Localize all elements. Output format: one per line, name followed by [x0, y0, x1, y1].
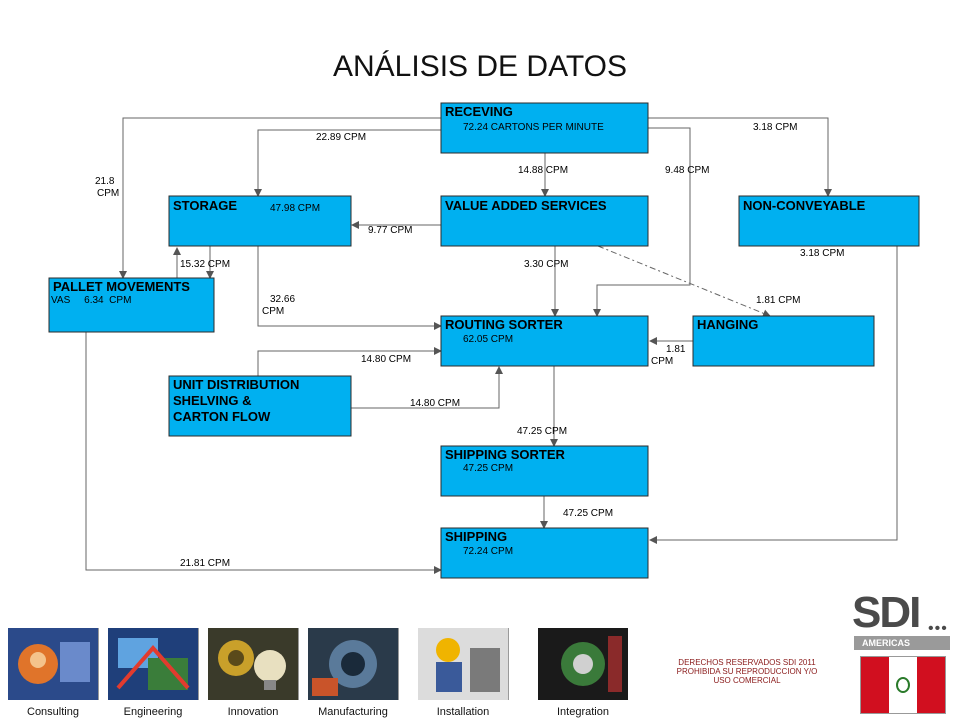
label-nonconveyable-shipping: 3.18 CPM — [800, 248, 844, 259]
label-receving-pallet-b: CPM — [97, 188, 119, 199]
node-unit-name-2: SHELVING & — [173, 393, 252, 408]
node-receving-name: RECEVING — [445, 104, 513, 119]
label-vas-hanging: 1.81 CPM — [756, 295, 800, 306]
node-storage: STORAGE 47.98 CPM — [168, 195, 352, 247]
label-vas-storage: 9.77 CPM — [368, 225, 412, 236]
node-hanging: HANGING — [692, 315, 875, 367]
flow-pallet-shipping — [85, 332, 442, 574]
engineering-icon — [108, 628, 199, 700]
node-unit-name-1: UNIT DISTRIBUTION — [173, 377, 299, 392]
installation-icon — [418, 628, 509, 700]
label-storage-routing-b: CPM — [262, 306, 284, 317]
node-non-conveyable: NON-CONVEYABLE — [738, 195, 920, 247]
node-vas-name: VALUE ADDED SERVICES — [445, 198, 607, 213]
label-storage-routing-a: 32.66 — [270, 294, 295, 305]
label-unit-routing-b: 14.80 CPM — [410, 398, 460, 409]
node-hanging-name: HANGING — [697, 317, 758, 332]
peru-flag-icon — [860, 656, 946, 714]
node-routing-sub: 62.05 CPM — [463, 334, 513, 345]
footer-strip: Consulting Engineering Innovation Manufa… — [0, 622, 960, 720]
node-routing-name: ROUTING SORTER — [445, 317, 563, 332]
label-receving-nonconveyable: 3.18 CPM — [753, 122, 797, 133]
node-receving: RECEVING 72.24 CARTONS PER MINUTE — [440, 102, 649, 154]
label-pallet-storage: 15.32 CPM — [180, 259, 230, 270]
tile-label-consulting: Consulting — [27, 706, 79, 718]
flow-diagram: RECEVING 72.24 CARTONS PER MINUTE STORAG… — [48, 102, 920, 579]
logo-region: AMERICAS — [854, 636, 950, 650]
innovation-icon — [208, 628, 299, 700]
logo-text: SDI — [852, 588, 921, 637]
consulting-icon — [8, 628, 99, 700]
node-storage-sub: 47.98 CPM — [270, 203, 320, 214]
copyright-notice: DERECHOS RESERVADOS SDI 2011 PROHIBIDA S… — [676, 658, 818, 685]
integration-icon — [538, 628, 628, 700]
tile-label-integration: Integration — [557, 706, 609, 718]
label-routing-shipsorter: 47.25 CPM — [517, 426, 567, 437]
flow-unit-routing-a — [257, 347, 442, 376]
node-unit-distribution: UNIT DISTRIBUTION SHELVING & CARTON FLOW — [168, 375, 352, 437]
node-receving-sub: 72.24 CARTONS PER MINUTE — [463, 122, 604, 133]
label-receving-pallet-a: 21.8 — [95, 176, 115, 187]
node-shipsorter-sub: 47.25 CPM — [463, 463, 513, 474]
node-unit-name-3: CARTON FLOW — [173, 409, 271, 424]
label-receving-routing: 9.48 CPM — [665, 165, 709, 176]
label-unit-routing-a: 14.80 CPM — [361, 354, 411, 365]
label-pallet-shipping: 21.81 CPM — [180, 558, 230, 569]
logo-dots-icon: ••• — [928, 620, 948, 637]
label-receving-storage: 22.89 CPM — [316, 132, 366, 143]
node-pallet-movements: PALLET MOVEMENTS VAS 6.34 CPM — [48, 277, 215, 333]
node-storage-name: STORAGE — [173, 198, 237, 213]
tile-label-innovation: Innovation — [227, 706, 279, 718]
node-shipping-sorter: SHIPPING SORTER 47.25 CPM — [440, 445, 649, 497]
node-shipping-name: SHIPPING — [445, 529, 507, 544]
label-vas-routing: 3.30 CPM — [524, 259, 568, 270]
node-shipping: SHIPPING 72.24 CPM — [440, 527, 649, 579]
flow-nonconveyable-shipping — [649, 246, 898, 544]
node-pallet-sub: VAS 6.34 CPM — [51, 295, 131, 306]
label-hanging-routing-a: 1.81 — [666, 344, 686, 355]
node-shipping-sub: 72.24 CPM — [463, 546, 513, 557]
node-routing-sorter: ROUTING SORTER 62.05 CPM — [440, 315, 649, 367]
page-title: ANÁLISIS DE DATOS — [333, 50, 627, 83]
flow-receving-routing — [593, 127, 691, 317]
flow-receving-storage — [254, 129, 441, 197]
label-shipsorter-shipping: 47.25 CPM — [563, 508, 613, 519]
manufacturing-icon — [308, 628, 399, 700]
flow-receving-nonconveyable — [648, 117, 832, 197]
tile-label-engineering: Engineering — [123, 706, 183, 718]
tile-label-installation: Installation — [436, 706, 490, 718]
node-nonconveyable-name: NON-CONVEYABLE — [743, 198, 866, 213]
flow-storage-routing — [257, 246, 442, 330]
node-value-added-services: VALUE ADDED SERVICES — [440, 195, 649, 247]
flow-unit-routing-b — [351, 366, 503, 409]
flow-vas-hanging — [597, 245, 771, 318]
node-shipsorter-name: SHIPPING SORTER — [445, 447, 566, 462]
label-receving-vas: 14.88 CPM — [518, 165, 568, 176]
sdi-logo: SDI ••• AMERICAS — [850, 588, 960, 720]
label-hanging-routing-b: CPM — [651, 356, 673, 367]
flow-receving-pallet — [119, 117, 441, 279]
tile-label-manufacturing: Manufacturing — [318, 706, 388, 718]
node-pallet-name: PALLET MOVEMENTS — [53, 279, 190, 294]
